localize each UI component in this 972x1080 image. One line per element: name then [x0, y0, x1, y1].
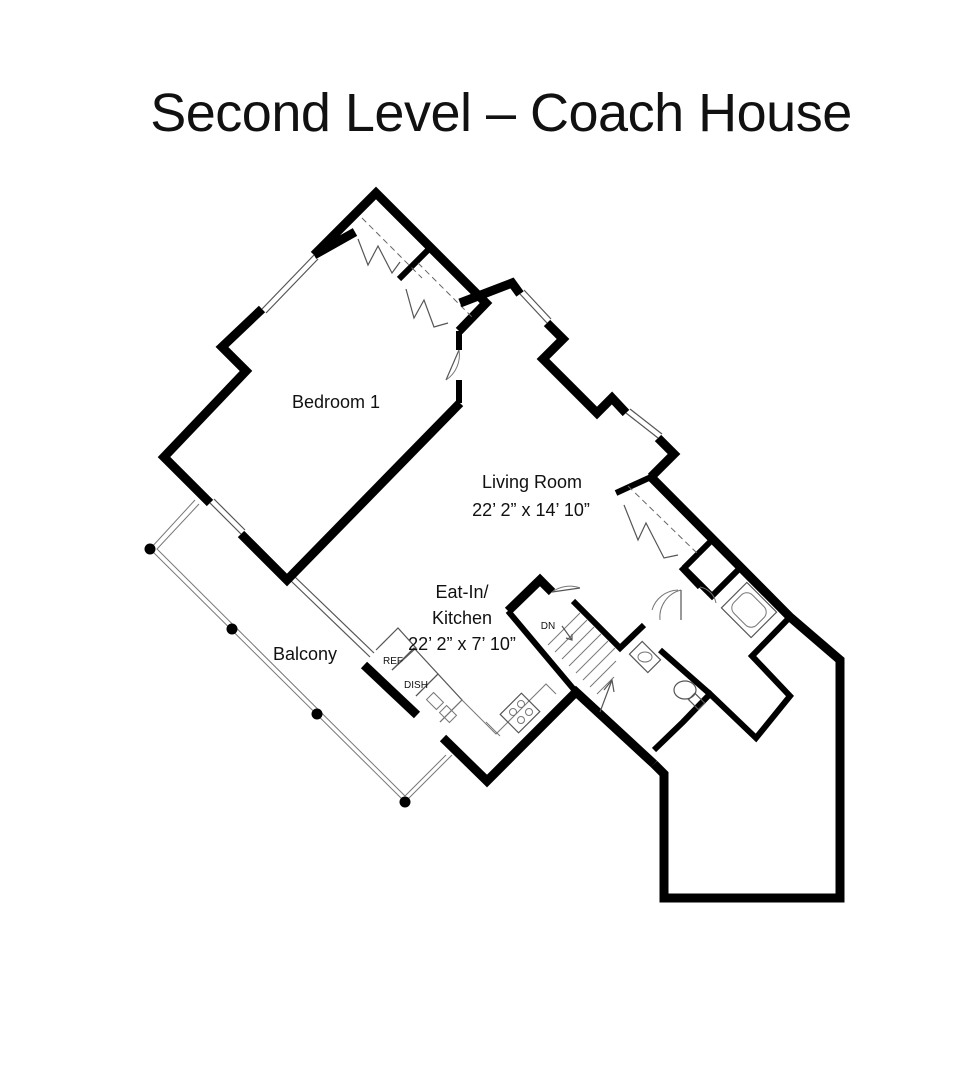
balcony-post: [399, 796, 411, 808]
right-wing-walls: [628, 473, 845, 903]
living-room-dimensions: 22’ 2” x 14’ 10”: [472, 500, 590, 520]
bedroom-1-label: Bedroom 1: [292, 392, 380, 412]
living-room-walls: [458, 277, 681, 481]
balcony-post: [311, 708, 323, 720]
kitchen-label-line2: Kitchen: [432, 608, 492, 628]
kitchen-dimensions: 22’ 2” x 7’ 10”: [408, 634, 516, 654]
bedroom-closets: [310, 186, 493, 403]
bedroom-walls: [157, 228, 464, 587]
balcony-post: [226, 623, 238, 635]
balcony: [144, 499, 453, 808]
kitchen-fixtures: [375, 627, 557, 737]
stairs: [547, 612, 617, 713]
balcony-label: Balcony: [273, 644, 337, 664]
dishwasher-label: DISH: [404, 680, 428, 691]
refrigerator-label: REF: [383, 656, 403, 667]
kitchen-label-line1: Eat-In/: [435, 582, 488, 602]
living-room-label: Living Room: [482, 472, 582, 492]
room-labels: Bedroom 1 Living Room 22’ 2” x 14’ 10” E…: [273, 392, 590, 691]
stair-direction-label: DN: [541, 621, 555, 632]
kitchen-walls: [360, 573, 679, 788]
plan-title: Second Level – Coach House: [150, 83, 852, 143]
balcony-post: [144, 543, 156, 555]
